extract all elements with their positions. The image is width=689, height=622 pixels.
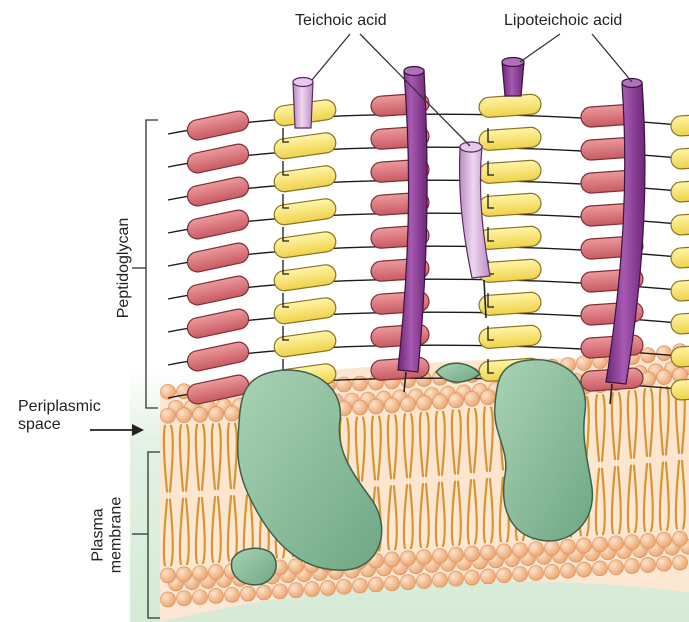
phospholipid-head xyxy=(209,407,224,422)
phospholipid-head xyxy=(337,579,352,594)
phospholipid-head xyxy=(481,390,496,405)
phospholipid-head xyxy=(673,555,688,570)
phospholipid-head xyxy=(209,564,224,579)
phospholipid-head xyxy=(257,585,272,600)
phospholipid-head xyxy=(401,575,416,590)
phospholipid-head xyxy=(529,565,544,580)
nag-sugar xyxy=(478,94,541,118)
phospholipid-head xyxy=(369,577,384,592)
phospholipid-head xyxy=(449,547,464,562)
phospholipid-head xyxy=(577,562,592,577)
periplasmic-space-label: Periplasmic space xyxy=(18,398,101,435)
phospholipid-head xyxy=(241,586,256,601)
plasma-membrane-label: Plasma membrane xyxy=(90,497,127,573)
teichoic-acid-label: Teichoic acid xyxy=(295,12,387,30)
phospholipid-head xyxy=(561,539,576,554)
phospholipid-head xyxy=(545,564,560,579)
phospholipid-head xyxy=(273,584,288,599)
phospholipid-head xyxy=(609,536,624,551)
phospholipid-head xyxy=(545,540,560,555)
phospholipid-head xyxy=(289,559,304,574)
phospholipid-head xyxy=(161,408,176,423)
phospholipid-head xyxy=(385,398,400,413)
phospholipid-head xyxy=(657,556,672,571)
phospholipid-head xyxy=(433,548,448,563)
peptidoglycan-label: Peptidoglycan xyxy=(115,218,133,319)
phospholipid-head xyxy=(481,569,496,584)
teichoic-acid-rod-1 xyxy=(293,82,313,128)
phospholipid-head xyxy=(577,538,592,553)
plasma-membrane-label-line2: membrane xyxy=(108,497,126,573)
periplasmic-label-line2: space xyxy=(18,416,101,434)
phospholipid-head xyxy=(289,583,304,598)
phospholipid-head xyxy=(193,566,208,581)
phospholipid-head xyxy=(385,552,400,567)
phospholipid-head xyxy=(625,535,640,550)
phospholipid-head xyxy=(481,545,496,560)
phospholipid-head xyxy=(593,561,608,576)
phospholipid-head xyxy=(353,376,368,391)
phospholipid-head xyxy=(321,580,336,595)
phospholipid-head xyxy=(353,400,368,415)
phospholipid-head xyxy=(225,406,240,421)
phospholipid-head xyxy=(465,546,480,561)
phospholipid-head xyxy=(161,568,176,583)
phospholipid-head xyxy=(497,544,512,559)
phospholipid-head xyxy=(177,567,192,582)
phospholipid-head xyxy=(561,563,576,578)
phospholipid-head xyxy=(625,559,640,574)
phospholipid-head xyxy=(161,592,176,607)
phospholipid-head xyxy=(193,407,208,422)
phospholipid-head xyxy=(417,550,432,565)
phospholipid-head xyxy=(369,399,384,414)
phospholipid-head xyxy=(417,396,432,411)
phospholipid-head xyxy=(225,587,240,602)
phospholipid-head xyxy=(529,541,544,556)
phospholipid-head xyxy=(465,391,480,406)
membrane-protein-large-right xyxy=(495,360,593,541)
phospholipid-head xyxy=(417,574,432,589)
periplasmic-label-line1: Periplasmic xyxy=(18,398,101,416)
phospholipid-head xyxy=(353,578,368,593)
phospholipid-head xyxy=(177,591,192,606)
phospholipid-head xyxy=(657,532,672,547)
phospholipid-head xyxy=(401,551,416,566)
phospholipid-head xyxy=(593,537,608,552)
phospholipid-head xyxy=(449,571,464,586)
phospholipid-head xyxy=(641,348,656,363)
phospholipid-head xyxy=(641,533,656,548)
phospholipid-head xyxy=(449,393,464,408)
phospholipid-head xyxy=(657,370,672,385)
phospholipid-head xyxy=(513,543,528,558)
membrane-protein-small-left xyxy=(231,548,276,585)
phospholipid-head xyxy=(657,346,672,361)
phospholipid-head xyxy=(401,397,416,412)
phospholipid-head xyxy=(433,394,448,409)
phospholipid-head xyxy=(465,570,480,585)
phospholipid-head xyxy=(433,572,448,587)
phospholipid-head xyxy=(305,582,320,597)
phospholipid-head xyxy=(513,567,528,582)
phospholipid-head xyxy=(193,590,208,605)
phospholipid-head xyxy=(497,568,512,583)
plasma-membrane-label-line1: Plasma xyxy=(90,497,108,573)
phospholipid-head xyxy=(641,557,656,572)
phospholipid-head xyxy=(209,588,224,603)
phospholipid-head xyxy=(609,560,624,575)
phospholipid-head xyxy=(673,531,688,546)
phospholipid-head xyxy=(177,408,192,423)
lipoteichoic-acid-label: Lipoteichoic acid xyxy=(504,12,622,30)
phospholipid-head xyxy=(385,576,400,591)
